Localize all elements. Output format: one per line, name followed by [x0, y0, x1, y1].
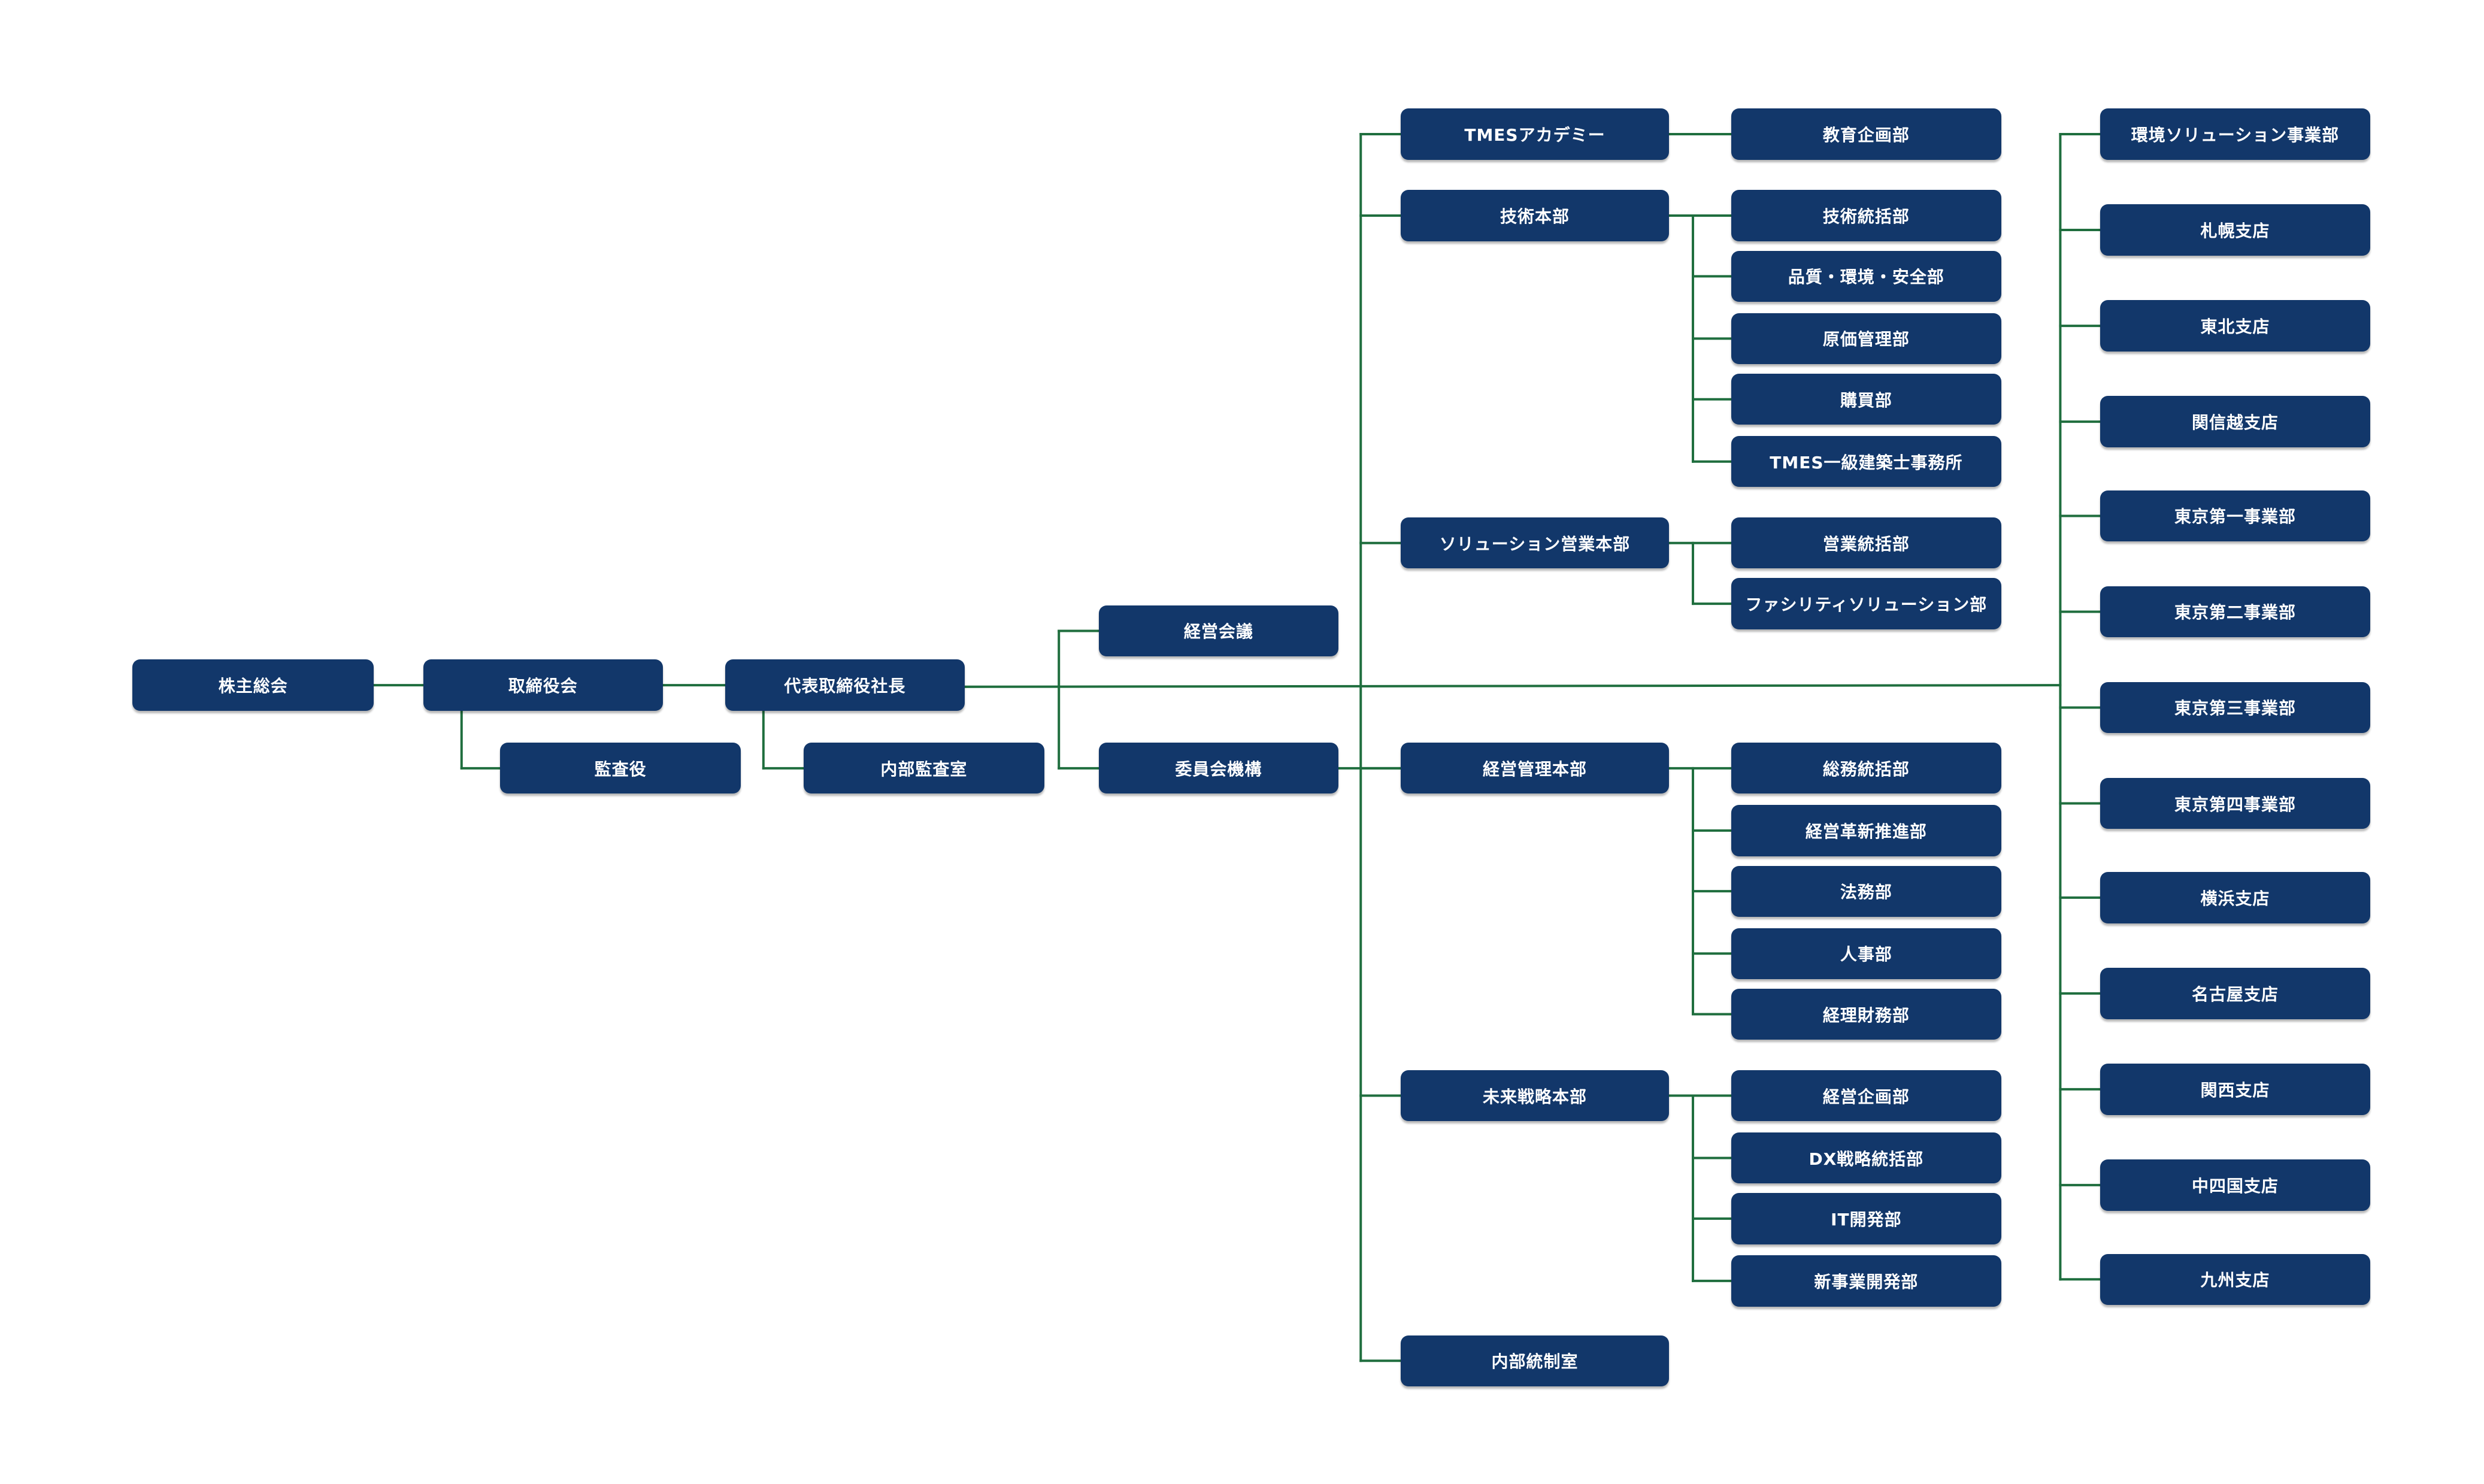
- org-box-tokyo3: 東京第三事業部: [2100, 682, 2370, 734]
- org-box-internal-control: 内部統制室: [1400, 1335, 1669, 1386]
- org-box-nagoya: 名古屋支店: [2100, 968, 2370, 1019]
- org-box-label: 監査役: [594, 759, 647, 779]
- org-box-corporate-planning: 経営企画部: [1731, 1070, 2001, 1122]
- org-box-label: 内部監査室: [880, 759, 968, 779]
- org-box-label: 関西支店: [2200, 1080, 2270, 1100]
- org-box-sapporo: 札幌支店: [2100, 204, 2370, 256]
- org-box-label: 経営会議: [1183, 622, 1253, 642]
- org-box-label: 経理財務部: [1822, 1005, 1910, 1025]
- org-box-tohoku: 東北支店: [2100, 300, 2370, 352]
- org-box-accounting-finance: 経理財務部: [1731, 988, 2001, 1040]
- org-box-internal-audit: 内部監査室: [803, 743, 1045, 794]
- org-box-label: 委員会機構: [1175, 759, 1262, 779]
- org-box-quality: 品質・環境・安全部: [1731, 250, 2001, 302]
- org-box-label: 経営革新推進部: [1805, 821, 1927, 841]
- connector-president-spine: [963, 684, 2062, 688]
- org-box-hr: 人事部: [1731, 928, 2001, 979]
- org-box-label: ソリューション営業本部: [1439, 534, 1631, 554]
- org-box-management-admin-hq: 経営管理本部: [1400, 743, 1669, 794]
- org-box-new-business: 新事業開発部: [1731, 1255, 2001, 1307]
- org-box-cost: 原価管理部: [1731, 313, 2001, 365]
- org-box-label: 営業統括部: [1822, 534, 1910, 554]
- org-box-future-strategy-hq: 未来戦略本部: [1400, 1070, 1669, 1122]
- org-box-kansai: 関西支店: [2100, 1064, 2370, 1115]
- org-box-label: DX戦略統括部: [1809, 1149, 1924, 1169]
- org-box-env-solution-div: 環境ソリューション事業部: [2100, 108, 2370, 160]
- org-box-label: 教育企画部: [1822, 125, 1910, 146]
- org-box-label: 未来戦略本部: [1482, 1086, 1587, 1107]
- org-box-label: 東京第二事業部: [2174, 602, 2296, 623]
- org-box-label: 内部統制室: [1491, 1352, 1579, 1372]
- org-box-label: 人事部: [1840, 944, 1892, 965]
- org-box-label: 購買部: [1840, 390, 1892, 410]
- org-box-label: 札幌支店: [2200, 221, 2270, 241]
- org-box-label: 関信越支店: [2191, 413, 2279, 433]
- org-box-label: 東北支店: [2200, 317, 2270, 337]
- org-box-academy: TMESアカデミー: [1400, 108, 1669, 160]
- org-box-general-affairs: 総務統括部: [1731, 743, 2001, 794]
- org-box-it-dev: IT開発部: [1731, 1193, 2001, 1244]
- org-box-sales-general: 営業統括部: [1731, 517, 2001, 569]
- org-box-label: 経営管理本部: [1482, 759, 1587, 779]
- org-box-label: 株主総会: [218, 676, 288, 696]
- org-box-committee: 委員会機構: [1098, 743, 1338, 794]
- org-box-label: 東京第一事業部: [2174, 507, 2296, 527]
- org-box-label: 九州支店: [2200, 1270, 2270, 1291]
- org-box-label: 代表取締役社長: [784, 676, 906, 696]
- org-box-label: 中四国支店: [2191, 1176, 2279, 1196]
- org-box-label: 技術本部: [1500, 207, 1570, 227]
- org-box-president: 代表取締役社長: [725, 659, 965, 711]
- org-box-purchasing: 購買部: [1731, 374, 2001, 425]
- org-box-label: TMESアカデミー: [1464, 125, 1605, 146]
- org-box-label: 技術統括部: [1822, 207, 1910, 227]
- org-box-kanshinetsu: 関信越支店: [2100, 396, 2370, 447]
- org-box-label: 横浜支店: [2200, 888, 2270, 908]
- org-box-label: 経営企画部: [1822, 1086, 1910, 1107]
- org-box-facility-solution: ファシリティソリューション部: [1731, 578, 2001, 629]
- org-box-label: 法務部: [1840, 882, 1892, 902]
- org-box-label: 取締役会: [508, 676, 578, 696]
- org-box-tokyo1: 東京第一事業部: [2100, 490, 2370, 542]
- org-box-architect-office: TMES一級建築士事務所: [1731, 436, 2001, 487]
- org-box-label: 総務統括部: [1822, 759, 1910, 779]
- org-box-yokohama: 横浜支店: [2100, 872, 2370, 923]
- org-box-label: TMES一級建築士事務所: [1770, 452, 1963, 473]
- org-box-label: 名古屋支店: [2191, 984, 2279, 1004]
- org-box-label: 環境ソリューション事業部: [2131, 125, 2340, 146]
- org-box-tech-hq: 技術本部: [1400, 190, 1669, 241]
- org-box-solution-sales-hq: ソリューション営業本部: [1400, 517, 1669, 569]
- org-box-label: 原価管理部: [1822, 329, 1910, 350]
- org-box-chushikoku: 中四国支店: [2100, 1159, 2370, 1211]
- org-box-label: 品質・環境・安全部: [1788, 267, 1944, 287]
- org-box-board: 取締役会: [423, 659, 663, 711]
- org-box-label: 東京第三事業部: [2174, 698, 2296, 719]
- org-box-label: IT開発部: [1831, 1209, 1902, 1229]
- org-box-auditor: 監査役: [499, 743, 741, 794]
- org-box-kyushu: 九州支店: [2100, 1253, 2370, 1305]
- org-box-management-meeting: 経営会議: [1098, 605, 1338, 657]
- org-box-tech-general: 技術統括部: [1731, 190, 2001, 241]
- org-box-management-innovation: 経営革新推進部: [1731, 805, 2001, 856]
- org-box-tokyo4: 東京第四事業部: [2100, 777, 2370, 829]
- org-box-shareholders: 株主総会: [132, 659, 374, 711]
- org-box-dx-strategy: DX戦略統括部: [1731, 1132, 2001, 1184]
- org-box-label: 東京第四事業部: [2174, 794, 2296, 814]
- org-box-education-planning: 教育企画部: [1731, 108, 2001, 160]
- org-box-label: 新事業開発部: [1814, 1271, 1919, 1292]
- org-box-legal: 法務部: [1731, 865, 2001, 917]
- org-box-label: ファシリティソリューション部: [1745, 595, 1988, 615]
- org-box-tokyo2: 東京第二事業部: [2100, 586, 2370, 638]
